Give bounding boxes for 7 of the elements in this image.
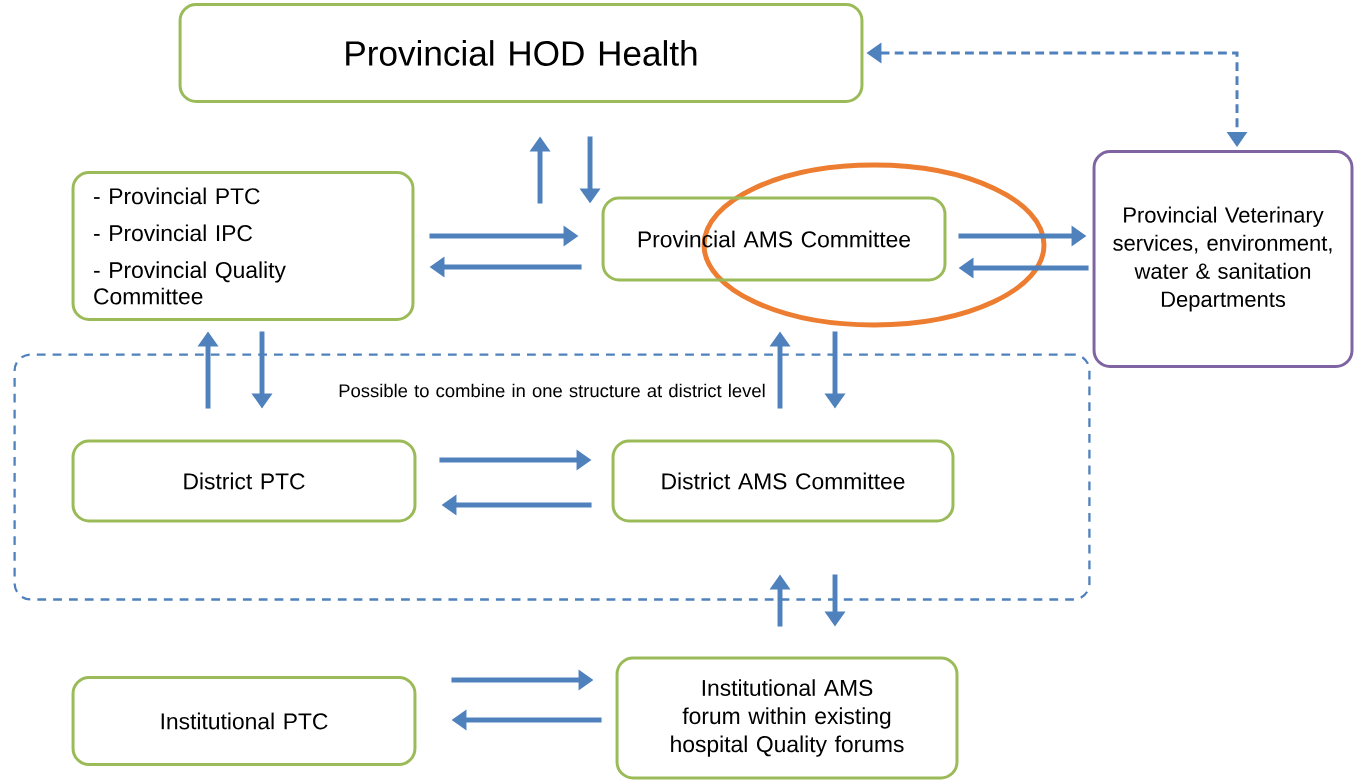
list-box: - Provincial PTC - Provincial IPC - Provincial Quality Committee [71, 171, 415, 321]
process-box: District PTC [71, 439, 417, 523]
process-box: Provincial Veterinary services, environment, water & sanitation Departments [1092, 150, 1354, 368]
process-box: Provincial HOD Health [178, 3, 864, 103]
process-box: District AMS Committee [611, 439, 955, 523]
process-box: Institutional PTC [71, 676, 417, 766]
process-box: Institutional AMS forum within existing hospital Quality forums [615, 656, 959, 780]
